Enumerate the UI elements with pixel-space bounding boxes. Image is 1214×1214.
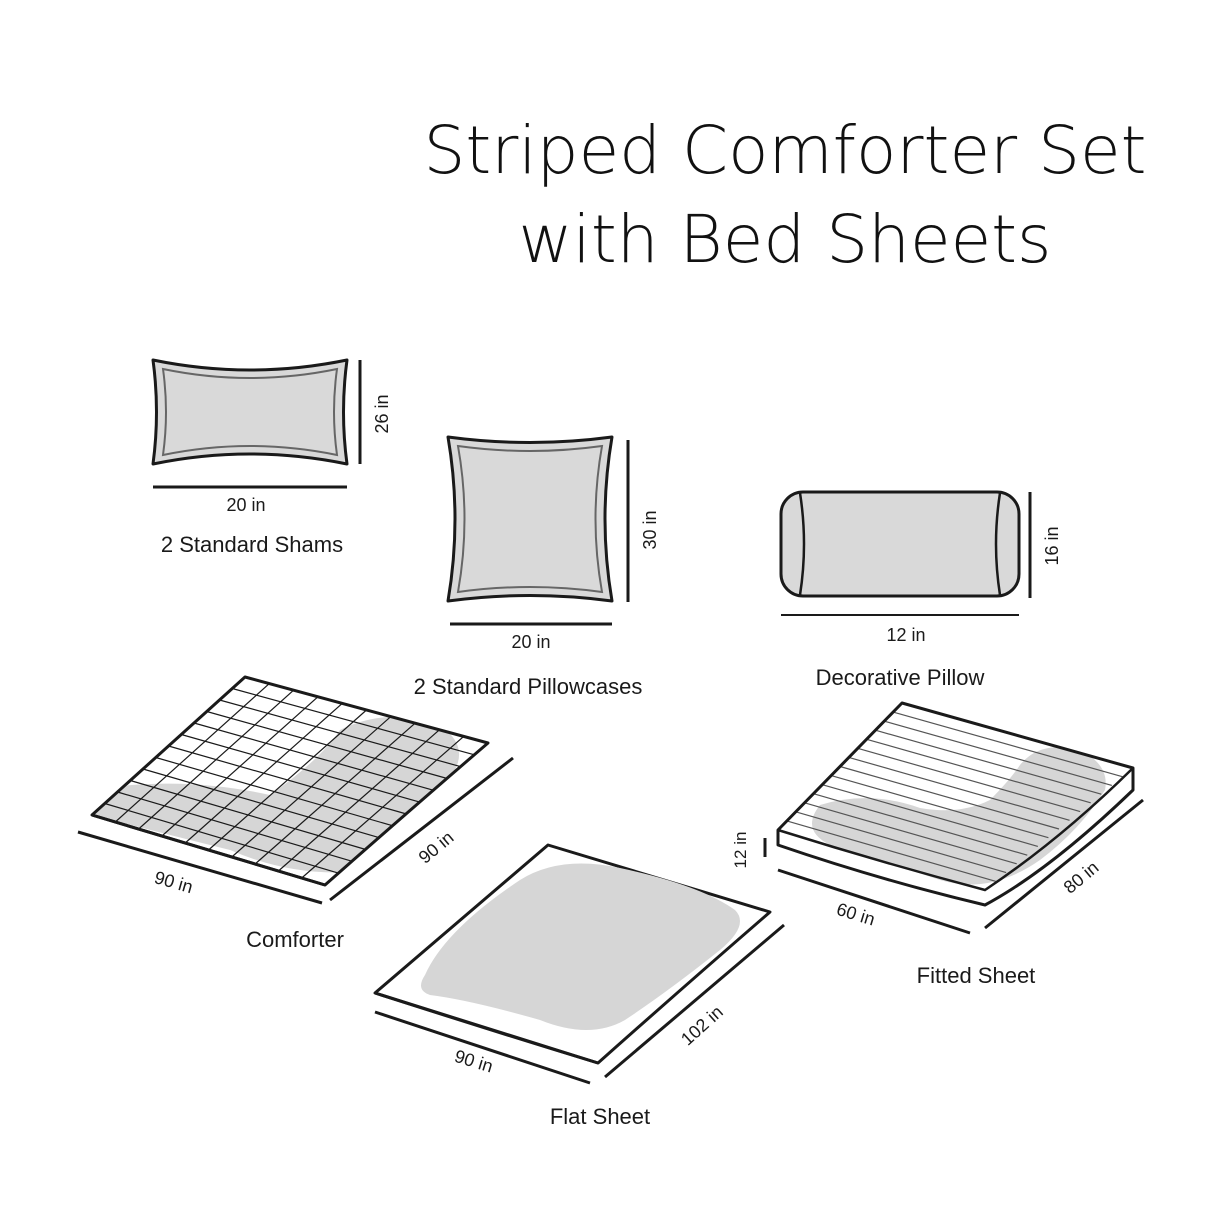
sham-width-label: 20 in	[226, 495, 265, 515]
comforter-width-line	[77, 830, 323, 905]
decorative-pillow-label: Decorative Pillow	[816, 665, 985, 690]
sham-illustration	[151, 358, 349, 466]
pillowcases-label: 2 Standard Pillowcases	[414, 674, 643, 699]
decorative-pillow-illustration	[779, 490, 1021, 598]
decorative-width-label: 12 in	[886, 625, 925, 645]
fitted-sheet-illustration	[776, 701, 1135, 907]
title-line-1: Striped Comforter Set	[423, 112, 1146, 189]
pillowcase-height-label: 30 in	[640, 510, 660, 549]
comforter-length-line	[329, 756, 514, 902]
fitted-depth-label: 12 in	[731, 832, 750, 869]
flat-sheet-width-line	[374, 1010, 591, 1085]
fitted-sheet-label: Fitted Sheet	[917, 963, 1036, 988]
comforter-illustration	[90, 675, 490, 887]
title-line-2: with Bed Sheets	[519, 201, 1052, 278]
comforter-width-label: 90 in	[152, 867, 195, 897]
flat-sheet-illustration	[373, 843, 772, 1065]
comforter-length-label: 90 in	[415, 827, 458, 867]
fitted-width-line	[777, 868, 971, 935]
flat-sheet-label: Flat Sheet	[550, 1104, 650, 1129]
decorative-height-label: 16 in	[1042, 526, 1062, 565]
pillowcase-illustration	[446, 435, 614, 603]
flat-sheet-length-line	[604, 923, 785, 1079]
comforter-label: Comforter	[246, 927, 344, 952]
pillowcase-width-label: 20 in	[511, 632, 550, 652]
sham-height-label: 26 in	[372, 394, 392, 433]
shams-label: 2 Standard Shams	[161, 532, 343, 557]
fitted-width-label: 60 in	[834, 899, 877, 930]
fitted-length-line	[984, 798, 1144, 930]
